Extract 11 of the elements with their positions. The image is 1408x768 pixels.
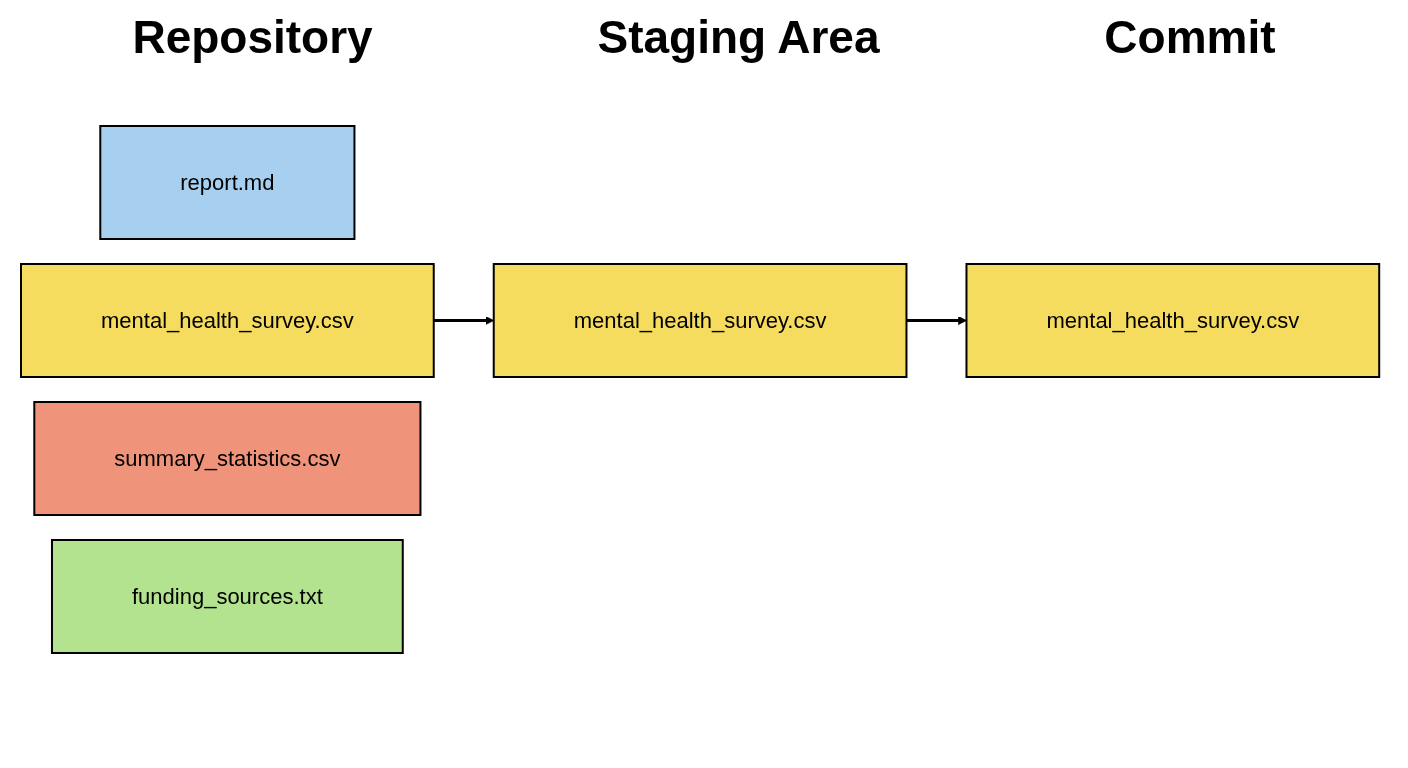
column-heading: Commit — [1104, 10, 1276, 64]
node-box: mental_health_survey.csv — [19, 262, 435, 378]
node-box: report.md — [99, 124, 356, 240]
node-box: mental_health_survey.csv — [492, 262, 908, 378]
node-box: mental_health_survey.csv — [965, 262, 1381, 378]
column-heading: Staging Area — [597, 10, 880, 64]
node-box: summary_statistics.csv — [33, 400, 422, 516]
column-heading: Repository — [132, 10, 373, 64]
arrow — [906, 315, 967, 325]
arrow — [433, 315, 494, 325]
node-box: funding_sources.txt — [50, 538, 404, 654]
